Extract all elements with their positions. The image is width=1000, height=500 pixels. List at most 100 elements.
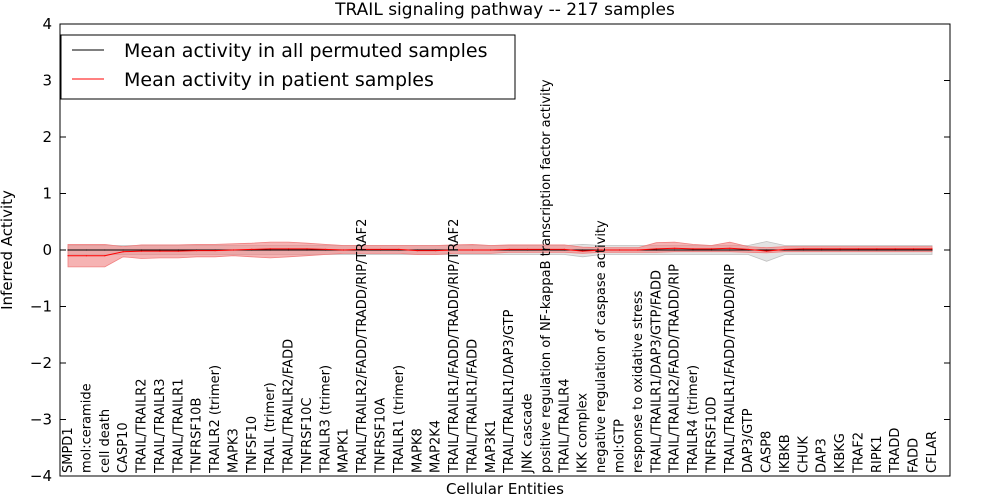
entity-label: DAP3/GTP	[741, 408, 756, 473]
data-point	[729, 249, 731, 251]
entity-label: TRAIL/TRAILR1	[171, 378, 186, 474]
data-point	[416, 250, 418, 252]
entity-label: CASP10	[116, 422, 131, 473]
data-point	[361, 248, 363, 250]
data-point	[857, 249, 860, 251]
data-point	[545, 248, 547, 250]
data-point	[232, 249, 234, 251]
entity-label: CHUK	[796, 436, 811, 473]
data-point	[527, 248, 529, 250]
legend-box	[60, 34, 516, 100]
entity-label: TRAIL/TRAILR1/FADD	[465, 339, 480, 474]
data-point	[122, 251, 124, 253]
entity-label: CFLAR	[925, 431, 940, 473]
data-point	[839, 248, 841, 250]
entity-label: TNFRSF10D	[704, 397, 719, 474]
entity-label: TNFRSF10A	[374, 398, 389, 474]
data-point	[269, 249, 271, 251]
entity-label: TRAF2	[851, 432, 866, 474]
data-point	[802, 248, 804, 250]
data-point	[104, 249, 106, 251]
data-point	[140, 249, 143, 251]
data-point	[177, 250, 179, 252]
data-point	[306, 248, 308, 250]
entity-label: TRAIL/TRAILR3	[153, 378, 168, 474]
entity-label: TRADD	[888, 428, 903, 474]
data-point	[674, 249, 676, 251]
entity-label: TRAIL/TRAILR1/FADD/TRADD/RIP	[723, 264, 738, 474]
data-point	[821, 249, 823, 251]
data-point	[177, 249, 179, 251]
data-point	[747, 248, 749, 250]
data-point	[453, 249, 455, 251]
data-point	[582, 250, 584, 252]
data-point	[398, 248, 400, 250]
entity-label: JNK cascade	[521, 394, 536, 474]
entity-label: positive regulation of NF-kappaB transcr…	[539, 79, 554, 473]
y-axis-label: Inferred Activity	[0, 190, 16, 310]
entity-label: MAPK1	[337, 428, 352, 473]
data-point	[839, 249, 841, 251]
data-point	[324, 248, 326, 250]
entity-label: TRAILR4 (trimer)	[686, 365, 701, 474]
data-point	[802, 249, 804, 251]
entity-label: TRAILR3 (trimer)	[318, 365, 333, 474]
data-point	[104, 255, 106, 257]
data-point	[821, 248, 823, 250]
data-point	[710, 248, 713, 250]
entity-label: TRAIL (trimer)	[263, 382, 278, 474]
y-tick-label: 2	[42, 128, 52, 146]
data-point	[655, 248, 657, 250]
entity-label: TRAILR2 (trimer)	[208, 365, 223, 474]
data-point	[214, 250, 216, 252]
data-point	[876, 249, 878, 251]
y-tick-label: −2	[30, 354, 52, 372]
y-tick-label: −1	[30, 298, 52, 316]
data-point	[931, 249, 933, 251]
data-point	[288, 249, 290, 251]
entity-label: MAP2K4	[429, 420, 444, 473]
data-point	[894, 249, 896, 251]
data-point	[766, 250, 768, 252]
entity-label: TRAILR1 (trimer)	[392, 365, 407, 474]
data-point	[894, 248, 896, 250]
entity-label: MAPK3	[226, 428, 241, 473]
data-point	[582, 249, 584, 251]
y-tick-label: 1	[42, 185, 52, 203]
data-point	[159, 250, 161, 252]
entity-label: TRAIL/TRAILR1/FADD/TRADD/RIP/TRAF2	[447, 219, 462, 474]
data-point	[122, 249, 124, 251]
y-tick-label: −3	[30, 411, 52, 429]
data-point	[710, 249, 713, 251]
entity-label: SMPD1	[61, 427, 76, 473]
data-point	[159, 249, 161, 251]
data-point	[913, 249, 915, 251]
entity-label: negative regulation of caspase activity	[594, 220, 609, 473]
data-point	[288, 248, 290, 250]
data-point	[600, 249, 602, 251]
entity-label: mol:ceramide	[79, 383, 94, 473]
entity-label: TRAIL/TRAILR1/DAP3/GTP	[502, 309, 517, 474]
data-point	[784, 248, 786, 250]
entity-label: TNFSF10	[245, 416, 260, 474]
chart-title: TRAIL signaling pathway -- 217 samples	[334, 0, 675, 20]
data-point	[913, 248, 915, 250]
data-point	[674, 247, 676, 249]
entity-label: cell death	[98, 409, 113, 473]
entity-label: TRAIL/TRAILR2/FADD/TRADD/RIP	[668, 264, 683, 474]
data-point	[435, 250, 437, 252]
data-point	[251, 248, 253, 250]
entity-label: TRAIL/TRAILR2	[135, 378, 150, 474]
data-point	[269, 248, 271, 250]
data-point	[931, 248, 933, 250]
x-axis-label: Cellular Entities	[446, 480, 564, 498]
data-point	[85, 255, 87, 257]
legend-label: Mean activity in all permuted samples	[124, 40, 487, 62]
entity-label: TNFRSF10C	[300, 397, 315, 474]
data-point	[563, 248, 565, 250]
data-point	[471, 249, 473, 251]
series-lines	[67, 247, 933, 257]
data-point	[766, 249, 768, 251]
data-point	[490, 249, 492, 251]
